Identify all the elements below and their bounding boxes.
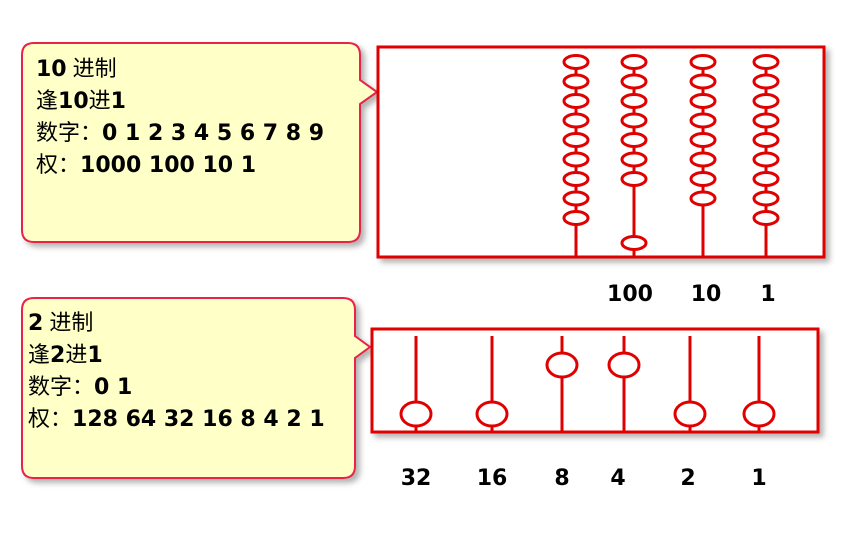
decimal-rod <box>752 54 780 258</box>
decimal-callout <box>21 42 379 243</box>
decimal-bead <box>689 171 717 187</box>
binary-bead <box>742 400 776 428</box>
decimal-rod <box>562 54 590 258</box>
decimal-bead <box>562 190 590 207</box>
decimal-bead <box>689 93 717 109</box>
decimal-bead <box>689 132 717 148</box>
binary-rod <box>607 336 641 432</box>
decimal-bead <box>752 151 780 168</box>
decimal-bead <box>562 73 590 90</box>
binary-weights: 权：128 64 32 16 8 4 2 1 <box>28 407 325 432</box>
decimal-bead <box>752 93 780 109</box>
decimal-place-label-10: 10 <box>691 282 722 307</box>
binary-abacus <box>370 327 820 434</box>
decimal-bead <box>689 73 717 90</box>
decimal-bead <box>620 171 648 187</box>
decimal-bead <box>752 210 780 226</box>
decimal-abacus <box>376 45 826 259</box>
binary-bead <box>545 351 579 379</box>
binary-place-label-1: 1 <box>751 466 766 491</box>
decimal-rule: 逢10进1 <box>36 89 126 114</box>
binary-rule: 逢2进1 <box>28 343 103 368</box>
decimal-bead <box>752 112 780 129</box>
decimal-bead <box>620 112 648 129</box>
decimal-callout-box <box>21 42 379 243</box>
binary-rod <box>673 336 707 432</box>
decimal-bead <box>752 73 780 90</box>
decimal-bead <box>562 93 590 109</box>
binary-place-label-4: 4 <box>610 466 625 491</box>
decimal-place-label-1: 1 <box>760 282 775 307</box>
decimal-bead <box>752 171 780 187</box>
decimal-bead <box>562 151 590 168</box>
decimal-bead <box>562 210 590 226</box>
binary-callout-box <box>21 297 372 479</box>
decimal-bead <box>689 112 717 129</box>
decimal-bead <box>562 132 590 148</box>
binary-callout <box>21 297 372 479</box>
binary-bead <box>399 400 433 428</box>
binary-rod <box>545 336 579 432</box>
decimal-bead <box>620 54 648 70</box>
decimal-bead <box>752 54 780 70</box>
binary-bead <box>475 400 509 428</box>
decimal-place-label-100: 100 <box>607 282 653 307</box>
decimal-abacus-frame <box>376 45 826 259</box>
binary-place-label-8: 8 <box>554 466 569 491</box>
binary-bead <box>607 351 641 379</box>
decimal-bead <box>689 54 717 70</box>
decimal-bead <box>562 171 590 187</box>
decimal-bead <box>689 190 717 207</box>
binary-rod <box>475 336 509 432</box>
binary-rod <box>399 336 433 432</box>
binary-digits: 数字：0 1 <box>28 375 132 400</box>
binary-place-label-32: 32 <box>401 466 432 491</box>
decimal-bead <box>752 190 780 207</box>
decimal-bead <box>620 151 648 168</box>
binary-bead <box>673 400 707 428</box>
decimal-bead <box>562 112 590 129</box>
decimal-rod <box>620 54 648 258</box>
decimal-bead <box>620 73 648 90</box>
decimal-rod <box>689 54 717 258</box>
decimal-bead <box>689 151 717 168</box>
decimal-bead <box>620 132 648 148</box>
decimal-bead <box>620 235 648 251</box>
decimal-weights: 权：1000 100 10 1 <box>36 153 256 178</box>
decimal-bead <box>752 132 780 148</box>
binary-place-label-2: 2 <box>680 466 695 491</box>
decimal-bead <box>562 54 590 70</box>
binary-place-label-16: 16 <box>477 466 508 491</box>
binary-rod <box>742 336 776 432</box>
decimal-bead <box>620 93 648 109</box>
decimal-digits: 数字：0 1 2 3 4 5 6 7 8 9 <box>36 121 324 146</box>
